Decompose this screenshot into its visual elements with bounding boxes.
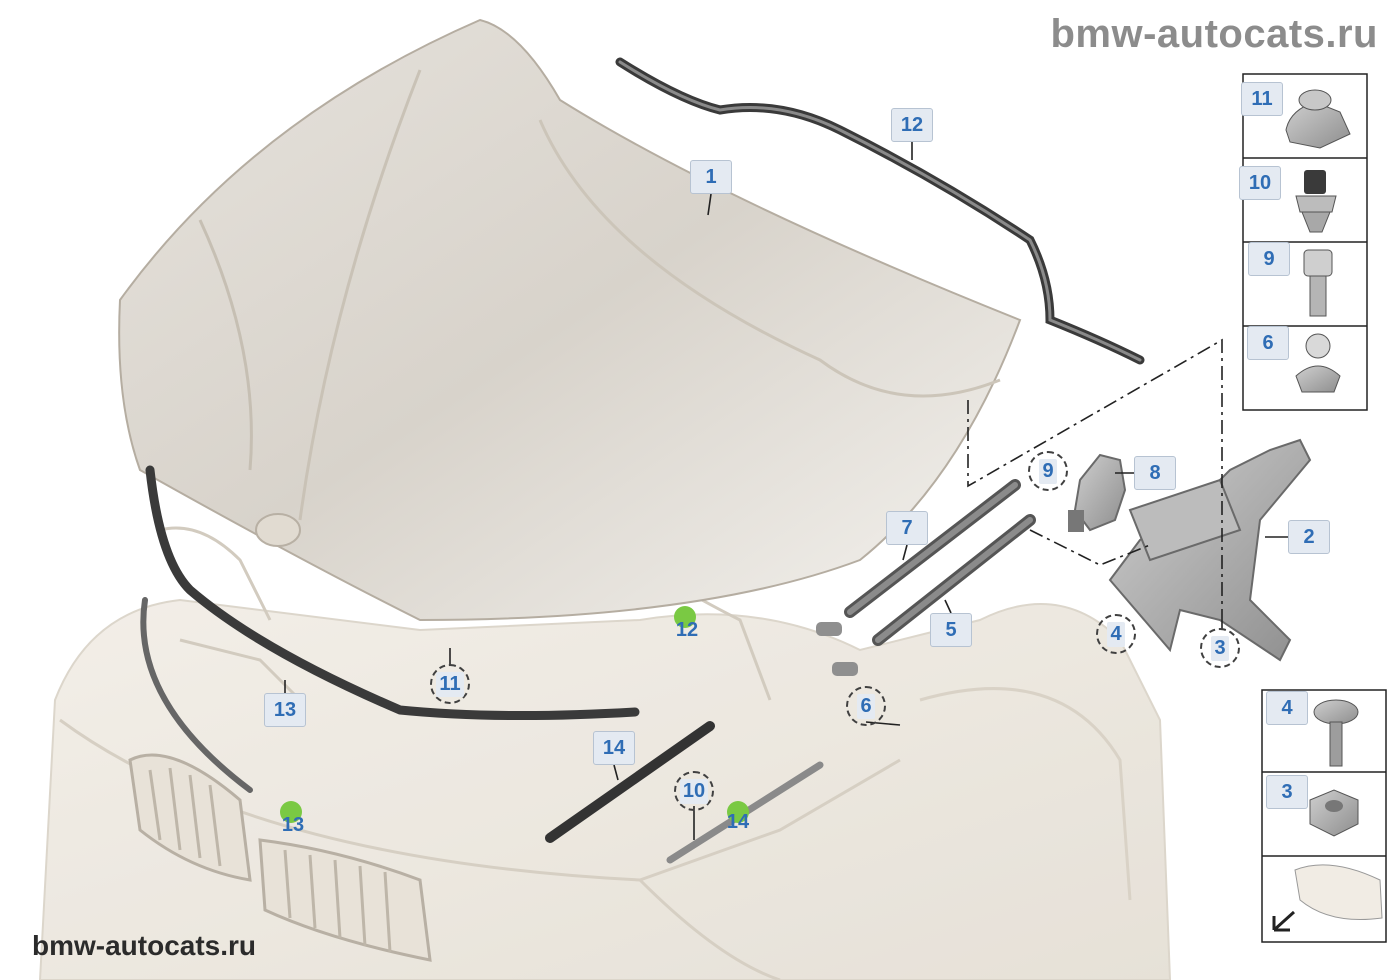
gas-strut-5 xyxy=(832,514,1036,676)
hood-hinge xyxy=(1108,438,1312,662)
bracket-8 xyxy=(1068,453,1127,532)
panel-label-4: 4 xyxy=(1266,691,1308,725)
watermark-top: bmw-autocats.ru xyxy=(1050,12,1378,56)
nut-3-icon xyxy=(1309,789,1359,837)
callout-14: 14 xyxy=(593,731,635,765)
location-callout-14: 14 xyxy=(726,810,750,833)
leader-lines xyxy=(284,142,1288,840)
location-dot-13 xyxy=(280,801,302,823)
callout-8: 8 xyxy=(1134,456,1176,490)
panel-label-3: 3 xyxy=(1266,775,1308,809)
bolt-9-icon xyxy=(1303,249,1333,317)
callout-2: 2 xyxy=(1288,520,1330,554)
callout-7: 7 xyxy=(886,511,928,545)
callout-4: 4 xyxy=(1096,614,1136,654)
callout-1: 1 xyxy=(690,160,732,194)
gas-strut-7 xyxy=(816,479,1021,636)
kidney-grille xyxy=(128,753,432,962)
callout-12: 12 xyxy=(891,108,933,142)
panel-label-9: 9 xyxy=(1248,242,1290,276)
bolt-4-icon xyxy=(1313,699,1359,767)
callout-9: 9 xyxy=(1028,451,1068,491)
watermark-bottom: bmw-autocats.ru xyxy=(32,930,257,961)
location-callout-11: 11 xyxy=(430,664,470,704)
panel-label-10: 10 xyxy=(1239,166,1281,200)
parts-panel-bottom xyxy=(1261,689,1387,943)
callout-13: 13 xyxy=(264,693,306,727)
seal-strip-side xyxy=(140,597,253,793)
location-dot-14 xyxy=(727,801,749,823)
location-callout-10: 10 xyxy=(674,771,714,811)
location-callout-12: 12 xyxy=(675,618,699,641)
location-thumbnail xyxy=(1272,864,1383,932)
ball-stud-6-icon xyxy=(1295,333,1341,393)
location-callout-13: 13 xyxy=(281,813,305,836)
seal-strip-14 xyxy=(545,721,715,843)
assembly-lines xyxy=(967,338,1223,610)
clip-11-icon xyxy=(1285,89,1351,149)
callout-5: 5 xyxy=(930,613,972,647)
engine-hood xyxy=(118,18,1022,622)
hood-seal-front xyxy=(145,465,640,721)
panel-label-6: 6 xyxy=(1247,326,1289,360)
clip-10-icon xyxy=(1295,170,1337,233)
panel-label-11: 11 xyxy=(1241,82,1283,116)
callout-6: 6 xyxy=(846,686,886,726)
location-dot-12 xyxy=(674,606,696,628)
callout-3: 3 xyxy=(1200,628,1240,668)
